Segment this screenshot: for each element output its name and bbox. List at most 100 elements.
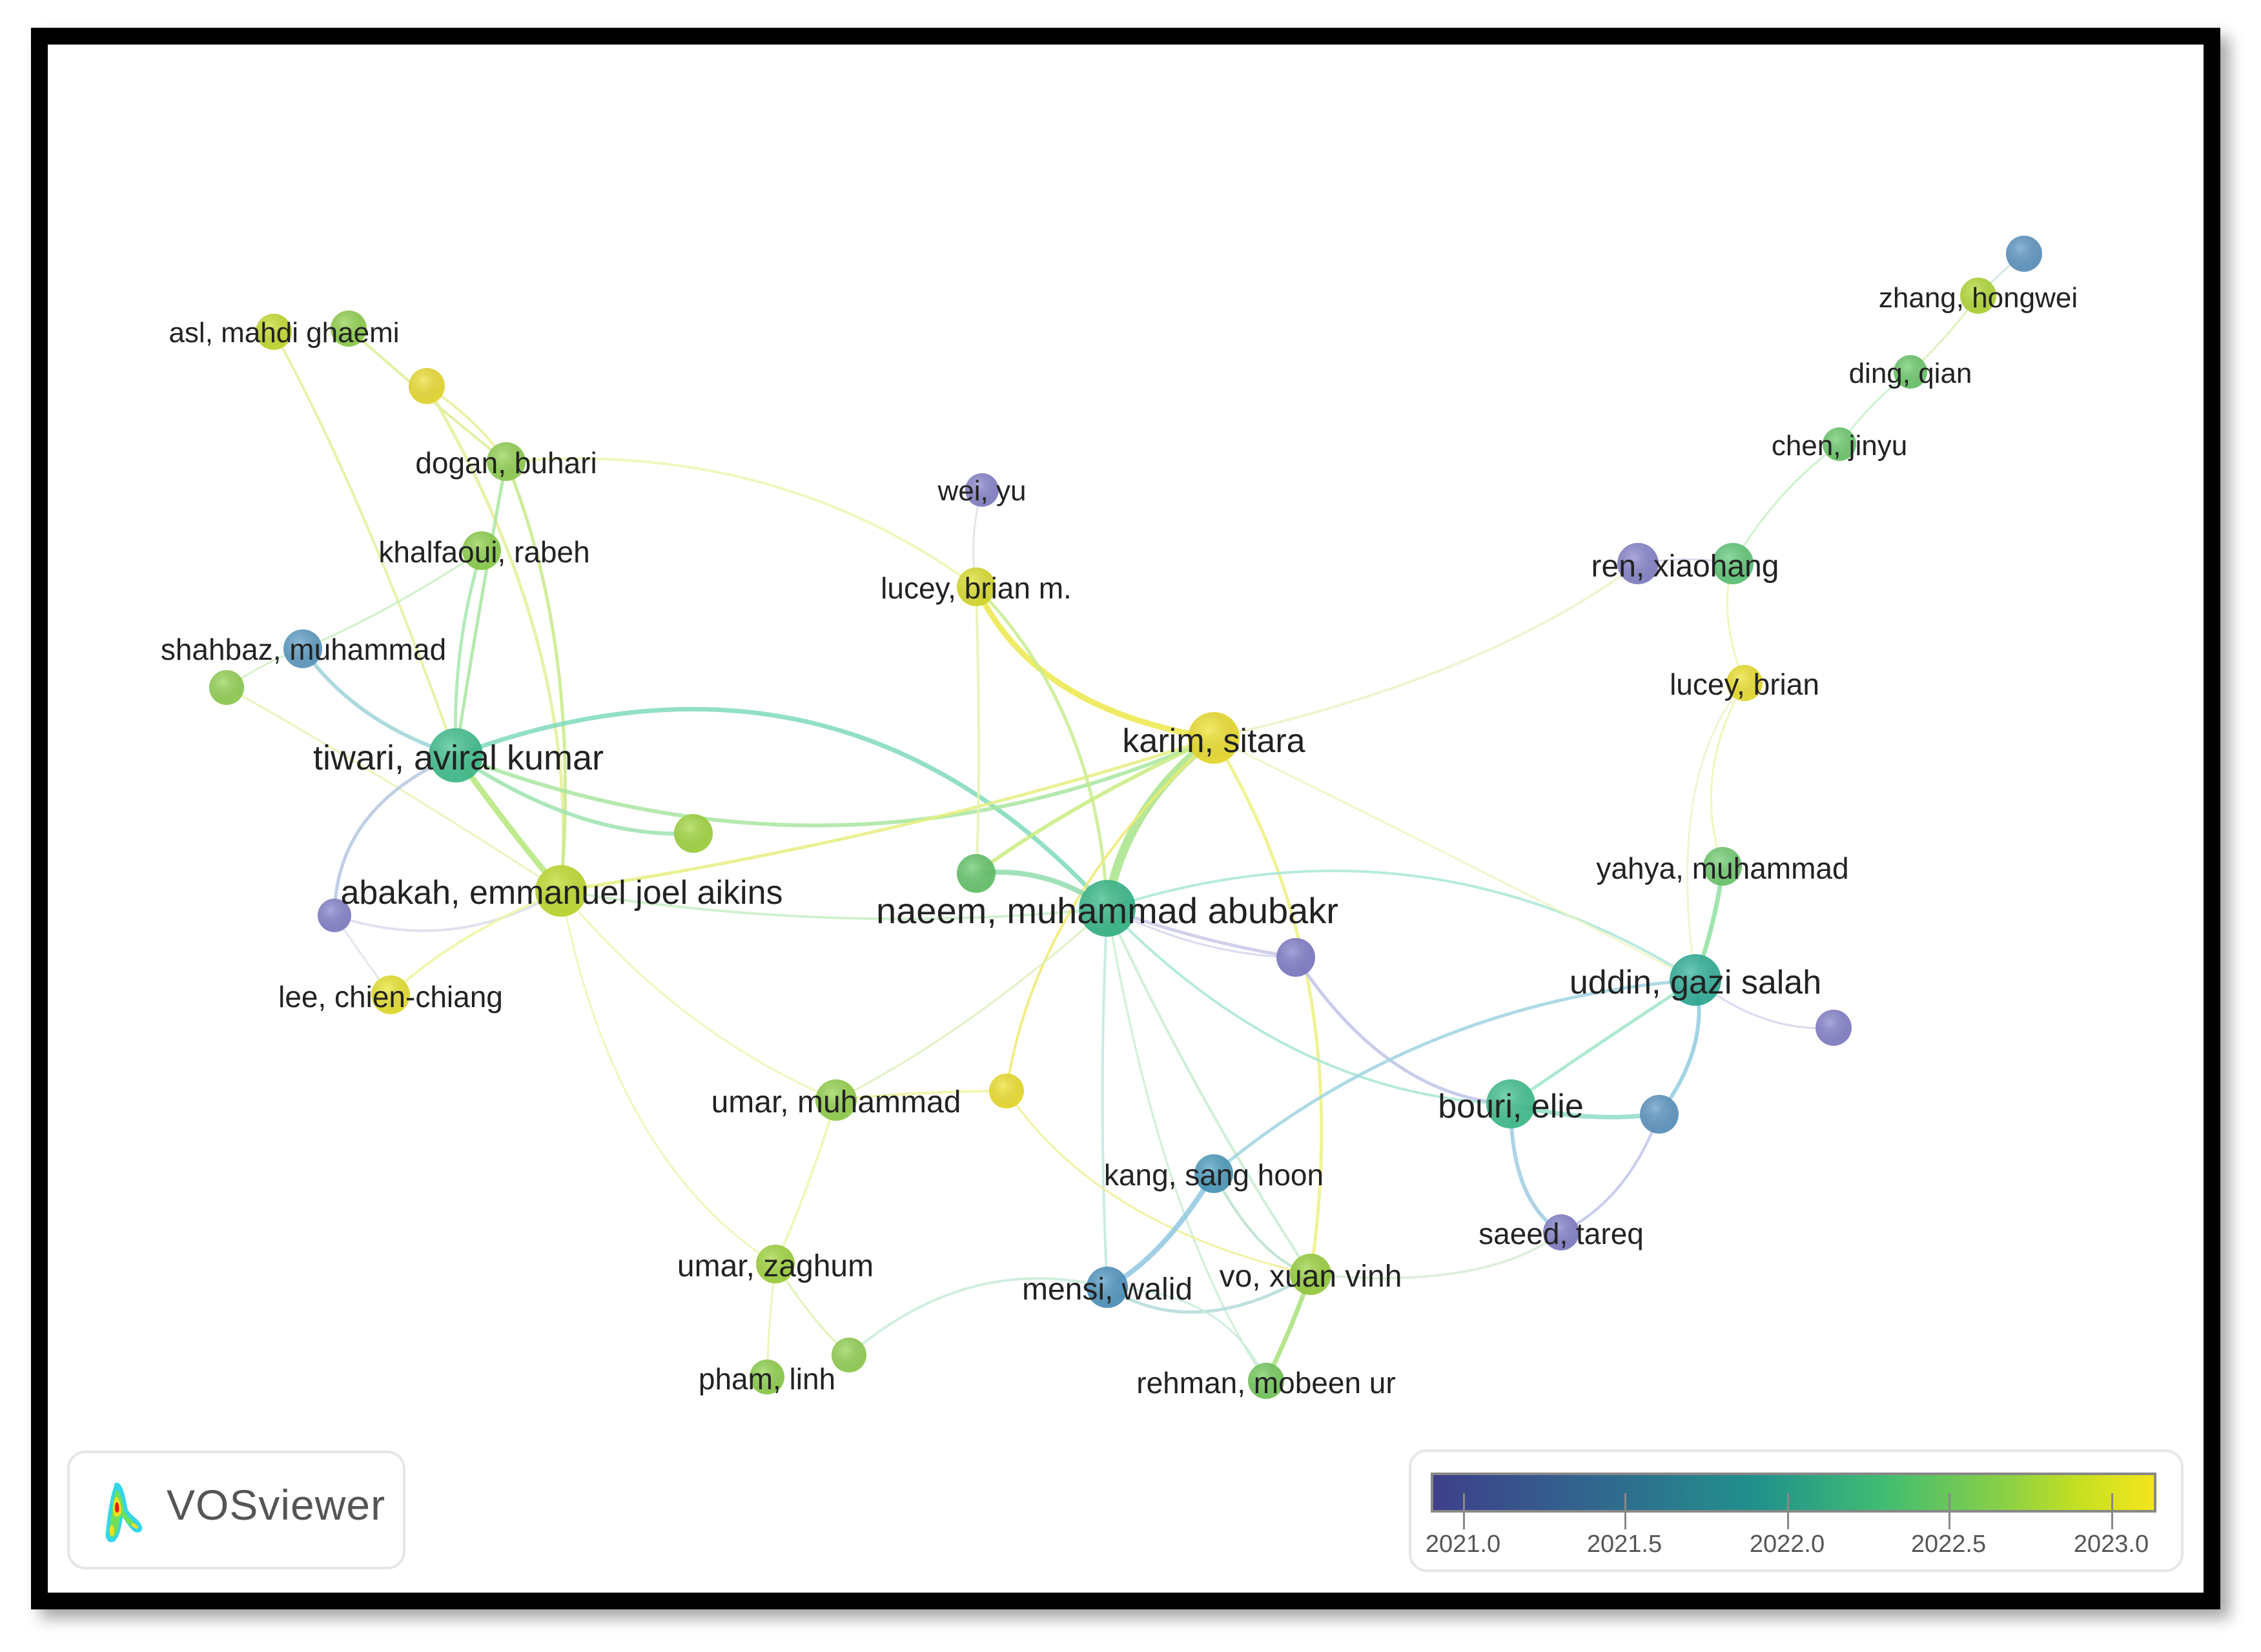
node-shading <box>331 311 367 347</box>
co-authorship-link <box>559 736 1216 893</box>
colorbar-tick-label: 2022.5 <box>1910 1531 1987 1558</box>
node-shading <box>674 814 713 853</box>
author-label[interactable]: uddin, gazi salah <box>1570 964 1821 1001</box>
author-label[interactable]: rehman, mobeen ur <box>1136 1366 1395 1400</box>
colorbar-tick <box>1624 1493 1626 1529</box>
co-authorship-link <box>1106 907 1312 1276</box>
node-shading <box>462 531 501 570</box>
author-label[interactable]: bouri, elie <box>1438 1088 1583 1125</box>
co-authorship-link <box>1710 682 1746 868</box>
node-shading <box>318 899 351 932</box>
author-label[interactable]: umar, zaghum <box>677 1249 874 1283</box>
author-label[interactable]: kang, sang hoon <box>1104 1158 1324 1192</box>
co-authorship-link <box>453 549 484 757</box>
colorbar-tick-label: 2021.0 <box>1425 1531 1501 1558</box>
node-shading <box>957 854 996 893</box>
co-authorship-link <box>453 707 1110 911</box>
co-authorship-link <box>1560 1113 1661 1234</box>
vosviewer-heatmap-logo-icon <box>105 1482 143 1543</box>
node-shading <box>1670 954 1721 1006</box>
co-authorship-link <box>1105 1272 1313 1314</box>
author-label[interactable]: chen, jinyu <box>1772 430 1907 462</box>
author-label[interactable]: lee, chien-chiang <box>278 980 503 1014</box>
co-authorship-link <box>1212 978 1697 1176</box>
node-shading <box>1194 1154 1233 1193</box>
co-authorship-link <box>975 586 980 875</box>
map-frame <box>31 28 2220 1609</box>
author-label[interactable]: khalfaoui, rabeh <box>378 535 589 569</box>
co-authorship-link <box>1212 562 1639 739</box>
node-shading <box>1617 543 1659 584</box>
co-authorship-link <box>1106 1286 1267 1382</box>
author-label[interactable]: saeed, tareq <box>1478 1217 1644 1250</box>
co-authorship-link <box>848 1277 1109 1356</box>
author-label[interactable]: asl, mahdi ghaemi <box>169 317 399 349</box>
co-authorship-link <box>1005 737 1215 1092</box>
author-label[interactable]: ding, qian <box>1849 358 1972 389</box>
co-authorship-link <box>454 460 508 757</box>
node-shading <box>1087 1267 1128 1308</box>
co-authorship-link <box>835 907 1109 1101</box>
node-shading <box>535 865 587 917</box>
node-shading <box>756 1245 795 1283</box>
author-label[interactable]: yahya, muhammad <box>1596 851 1848 885</box>
co-authorship-link <box>1509 978 1697 1106</box>
node-shading <box>487 442 526 481</box>
author-label[interactable]: naeem, muhammad abubakr <box>876 890 1338 931</box>
node-layer <box>209 236 2042 1399</box>
colorbar-tick <box>1787 1493 1789 1529</box>
label-layer: asl, mahdi ghaemi dogan, buhari khalfaoui,… <box>161 282 2078 1400</box>
author-label[interactable]: pham, linh <box>699 1362 835 1396</box>
node-shading <box>1703 847 1742 886</box>
co-authorship-link <box>225 686 562 892</box>
author-label[interactable]: lucey, brian <box>1670 668 1819 701</box>
co-authorship-link <box>1294 955 1513 1106</box>
co-authorship-link <box>1106 907 1267 1382</box>
node-shading <box>1960 278 1996 314</box>
co-authorship-link <box>560 890 837 1101</box>
colorbar-tick-label: 2022.0 <box>1749 1531 1825 1558</box>
author-label[interactable]: mensi, walid <box>1022 1272 1192 1307</box>
author-label[interactable]: dogan, buhari <box>415 446 597 480</box>
co-authorship-link <box>302 549 483 650</box>
author-label[interactable]: lucey, brian m. <box>881 571 1072 605</box>
author-label[interactable]: vo, xuan vinh <box>1220 1259 1402 1294</box>
author-label[interactable]: tiwari, aviral kumar <box>313 739 604 777</box>
node-shading <box>409 368 445 404</box>
author-label[interactable]: karim, sitara <box>1122 722 1305 760</box>
node-shading <box>750 1360 784 1394</box>
author-label[interactable]: umar, muhammad <box>711 1085 961 1119</box>
co-authorship-link <box>505 457 977 588</box>
co-authorship-link <box>1101 907 1109 1289</box>
node-shading <box>1079 880 1136 937</box>
co-authorship-link <box>389 890 562 996</box>
node-shading <box>989 1074 1024 1108</box>
node-shading <box>1816 1010 1852 1046</box>
node-shading <box>1640 1095 1679 1134</box>
co-authorship-link <box>560 890 777 1265</box>
co-authorship-link <box>454 736 1216 828</box>
co-authorship-link <box>1212 736 1324 1276</box>
co-authorship-link <box>560 890 1109 921</box>
link-layer <box>225 252 2025 1383</box>
colorbar-tick <box>1463 1493 1465 1529</box>
co-authorship-link <box>973 584 1217 741</box>
co-authorship-link <box>1732 443 1841 565</box>
author-label[interactable]: ren, xiaohang <box>1591 549 1779 584</box>
co-authorship-link <box>1106 870 1697 981</box>
node-shading <box>1188 712 1240 764</box>
node-shading <box>429 728 483 782</box>
author-label[interactable]: wei, yu <box>937 475 1027 507</box>
co-authorship-link <box>504 460 568 893</box>
co-authorship-link <box>974 736 1216 875</box>
node-shading <box>957 567 996 606</box>
node-shading <box>1276 938 1315 977</box>
co-authorship-link <box>835 1090 1008 1101</box>
author-label[interactable]: shahbaz, muhammad <box>161 633 446 666</box>
co-authorship-link <box>332 753 458 917</box>
app-name: VOSviewer <box>167 1481 386 1529</box>
author-label[interactable]: abakah, emmanuel joel aikins <box>340 874 783 912</box>
author-label[interactable]: zhang, hongwei <box>1879 282 2078 314</box>
